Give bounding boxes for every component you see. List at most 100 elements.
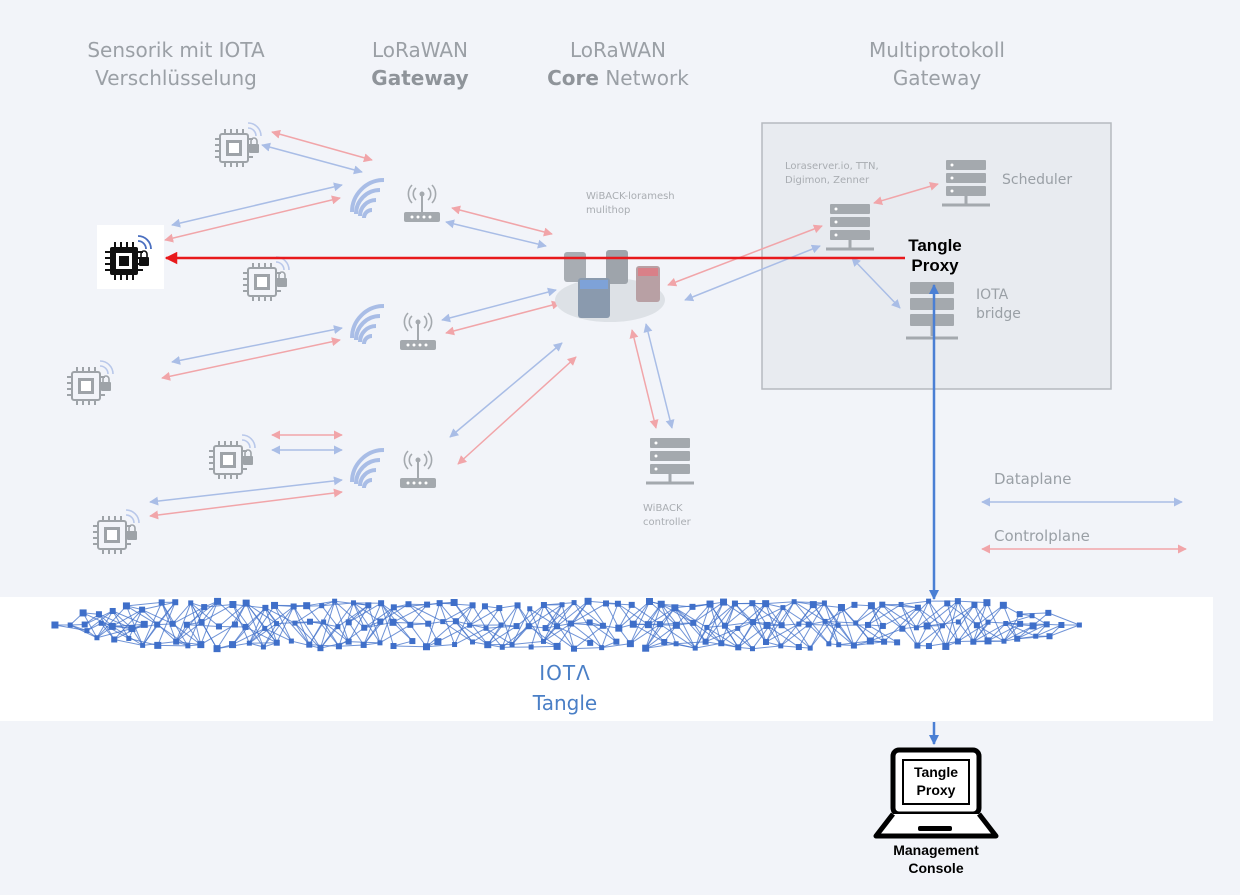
tangle-band	[0, 597, 1213, 721]
tangle-node	[1029, 613, 1035, 619]
tangle-node	[898, 601, 904, 607]
tangle-node	[1046, 633, 1053, 640]
tangle-node	[925, 643, 932, 650]
tangle-node	[345, 638, 352, 645]
tangle-node	[154, 621, 161, 628]
lora-gateway-router-icon	[399, 312, 437, 351]
tangle-proxy-line1: Tangle	[908, 236, 962, 255]
tangle-node	[111, 636, 118, 643]
tangle-node	[778, 643, 784, 649]
tangle-node	[553, 642, 561, 650]
loraserver-label: Loraserver.io, TTN, Digimon, Zenner	[785, 160, 879, 188]
tangle-node	[527, 606, 533, 612]
tangle-node	[139, 606, 146, 613]
tangle-node	[614, 600, 621, 607]
core-header-bold: Core	[547, 66, 599, 90]
tangle-node	[850, 642, 857, 649]
sensor-chip-icon	[92, 509, 140, 555]
tangle-node	[84, 628, 90, 634]
tangle-node	[599, 622, 606, 629]
tangle-node	[440, 619, 446, 625]
tangle-node	[615, 624, 623, 632]
iota-logo-text: IOTΛ	[539, 661, 591, 685]
tangle-node	[260, 644, 266, 650]
tangle-node	[809, 601, 817, 609]
tangle-node	[791, 599, 797, 605]
tangle-node	[98, 620, 104, 626]
tangle-node	[954, 598, 961, 605]
tangle-node	[749, 646, 755, 652]
tangle-node	[188, 600, 194, 606]
tangle-node	[79, 609, 87, 617]
tangle-node	[999, 601, 1007, 609]
wiback-controller-line2: controller	[643, 517, 691, 528]
tangle-node	[672, 621, 680, 629]
tangle-node	[1014, 635, 1021, 642]
tangle-node	[939, 623, 945, 629]
tangle-node	[467, 622, 473, 628]
tangle-node	[914, 642, 921, 649]
tangle-node	[599, 645, 605, 651]
tangle-node	[1003, 620, 1009, 626]
tangle-node	[671, 604, 679, 612]
tangle-node	[436, 600, 443, 607]
tangle-node	[360, 641, 367, 648]
tangle-node	[867, 602, 875, 610]
tangle-node	[970, 638, 977, 645]
tangle-node	[185, 643, 191, 649]
tangle-node	[721, 622, 728, 629]
laptop-screen-label: Tangle Proxy	[903, 763, 969, 799]
tangle-node	[1033, 633, 1039, 639]
tangle-node	[469, 602, 476, 609]
tangle-node	[128, 625, 136, 633]
wiback-mesh-line1: WiBACK-loramesh	[586, 191, 675, 202]
tangle-node	[851, 601, 858, 608]
tangle-node	[288, 638, 294, 644]
tangle-node	[499, 644, 505, 650]
wiback-controller-label: WiBACK controller	[643, 502, 691, 530]
tangle-node	[303, 602, 311, 610]
tangle-node	[290, 603, 297, 610]
loraserver-line2: Digimon, Zenner	[785, 175, 870, 186]
lora-gateway-router-icon	[399, 450, 437, 489]
tangle-node	[242, 623, 249, 630]
tangle-node	[378, 600, 385, 607]
tangle-node	[914, 604, 921, 611]
core-header-rest: Network	[598, 66, 689, 90]
tangle-node	[657, 621, 664, 628]
tangle-node	[201, 604, 208, 611]
tangle-node	[1058, 622, 1065, 628]
tangle-node	[628, 601, 635, 608]
tangle-edges	[54, 600, 1080, 650]
tangle-node	[718, 640, 725, 647]
tangle-node	[262, 604, 269, 611]
tangle-node	[496, 605, 503, 612]
wiback-mesh-label: WiBACK-loramesh mulithop	[586, 190, 675, 218]
multiprotokoll-header-line1: Multiprotokoll	[869, 38, 1005, 62]
management-console-line2: Console	[908, 860, 964, 876]
tangle-node	[1001, 638, 1007, 644]
tangle-node	[571, 600, 577, 606]
tangle-node	[306, 618, 313, 625]
loraserver-line1: Loraserver.io, TTN,	[785, 161, 879, 172]
tangle-node	[377, 640, 383, 646]
gateway-header-line2: Gateway	[371, 66, 469, 90]
tangle-node	[335, 624, 341, 630]
legend-dataplane-label: Dataplane	[994, 470, 1072, 488]
tangle-node	[509, 642, 515, 648]
tangle-node	[198, 619, 205, 626]
tangle-node	[926, 598, 932, 604]
tangle-node	[246, 640, 252, 646]
tangle-node	[51, 621, 59, 629]
tangle-node	[377, 618, 384, 625]
tangle-node	[172, 599, 179, 606]
tangle-node	[983, 599, 991, 607]
faded-links	[149, 129, 939, 520]
tangle-node	[470, 639, 476, 645]
management-console-label: Management Console	[866, 841, 1006, 877]
tangle-node	[795, 644, 802, 651]
tangle-node	[923, 622, 931, 630]
tangle-node	[425, 620, 432, 627]
tangle-node	[345, 619, 352, 626]
